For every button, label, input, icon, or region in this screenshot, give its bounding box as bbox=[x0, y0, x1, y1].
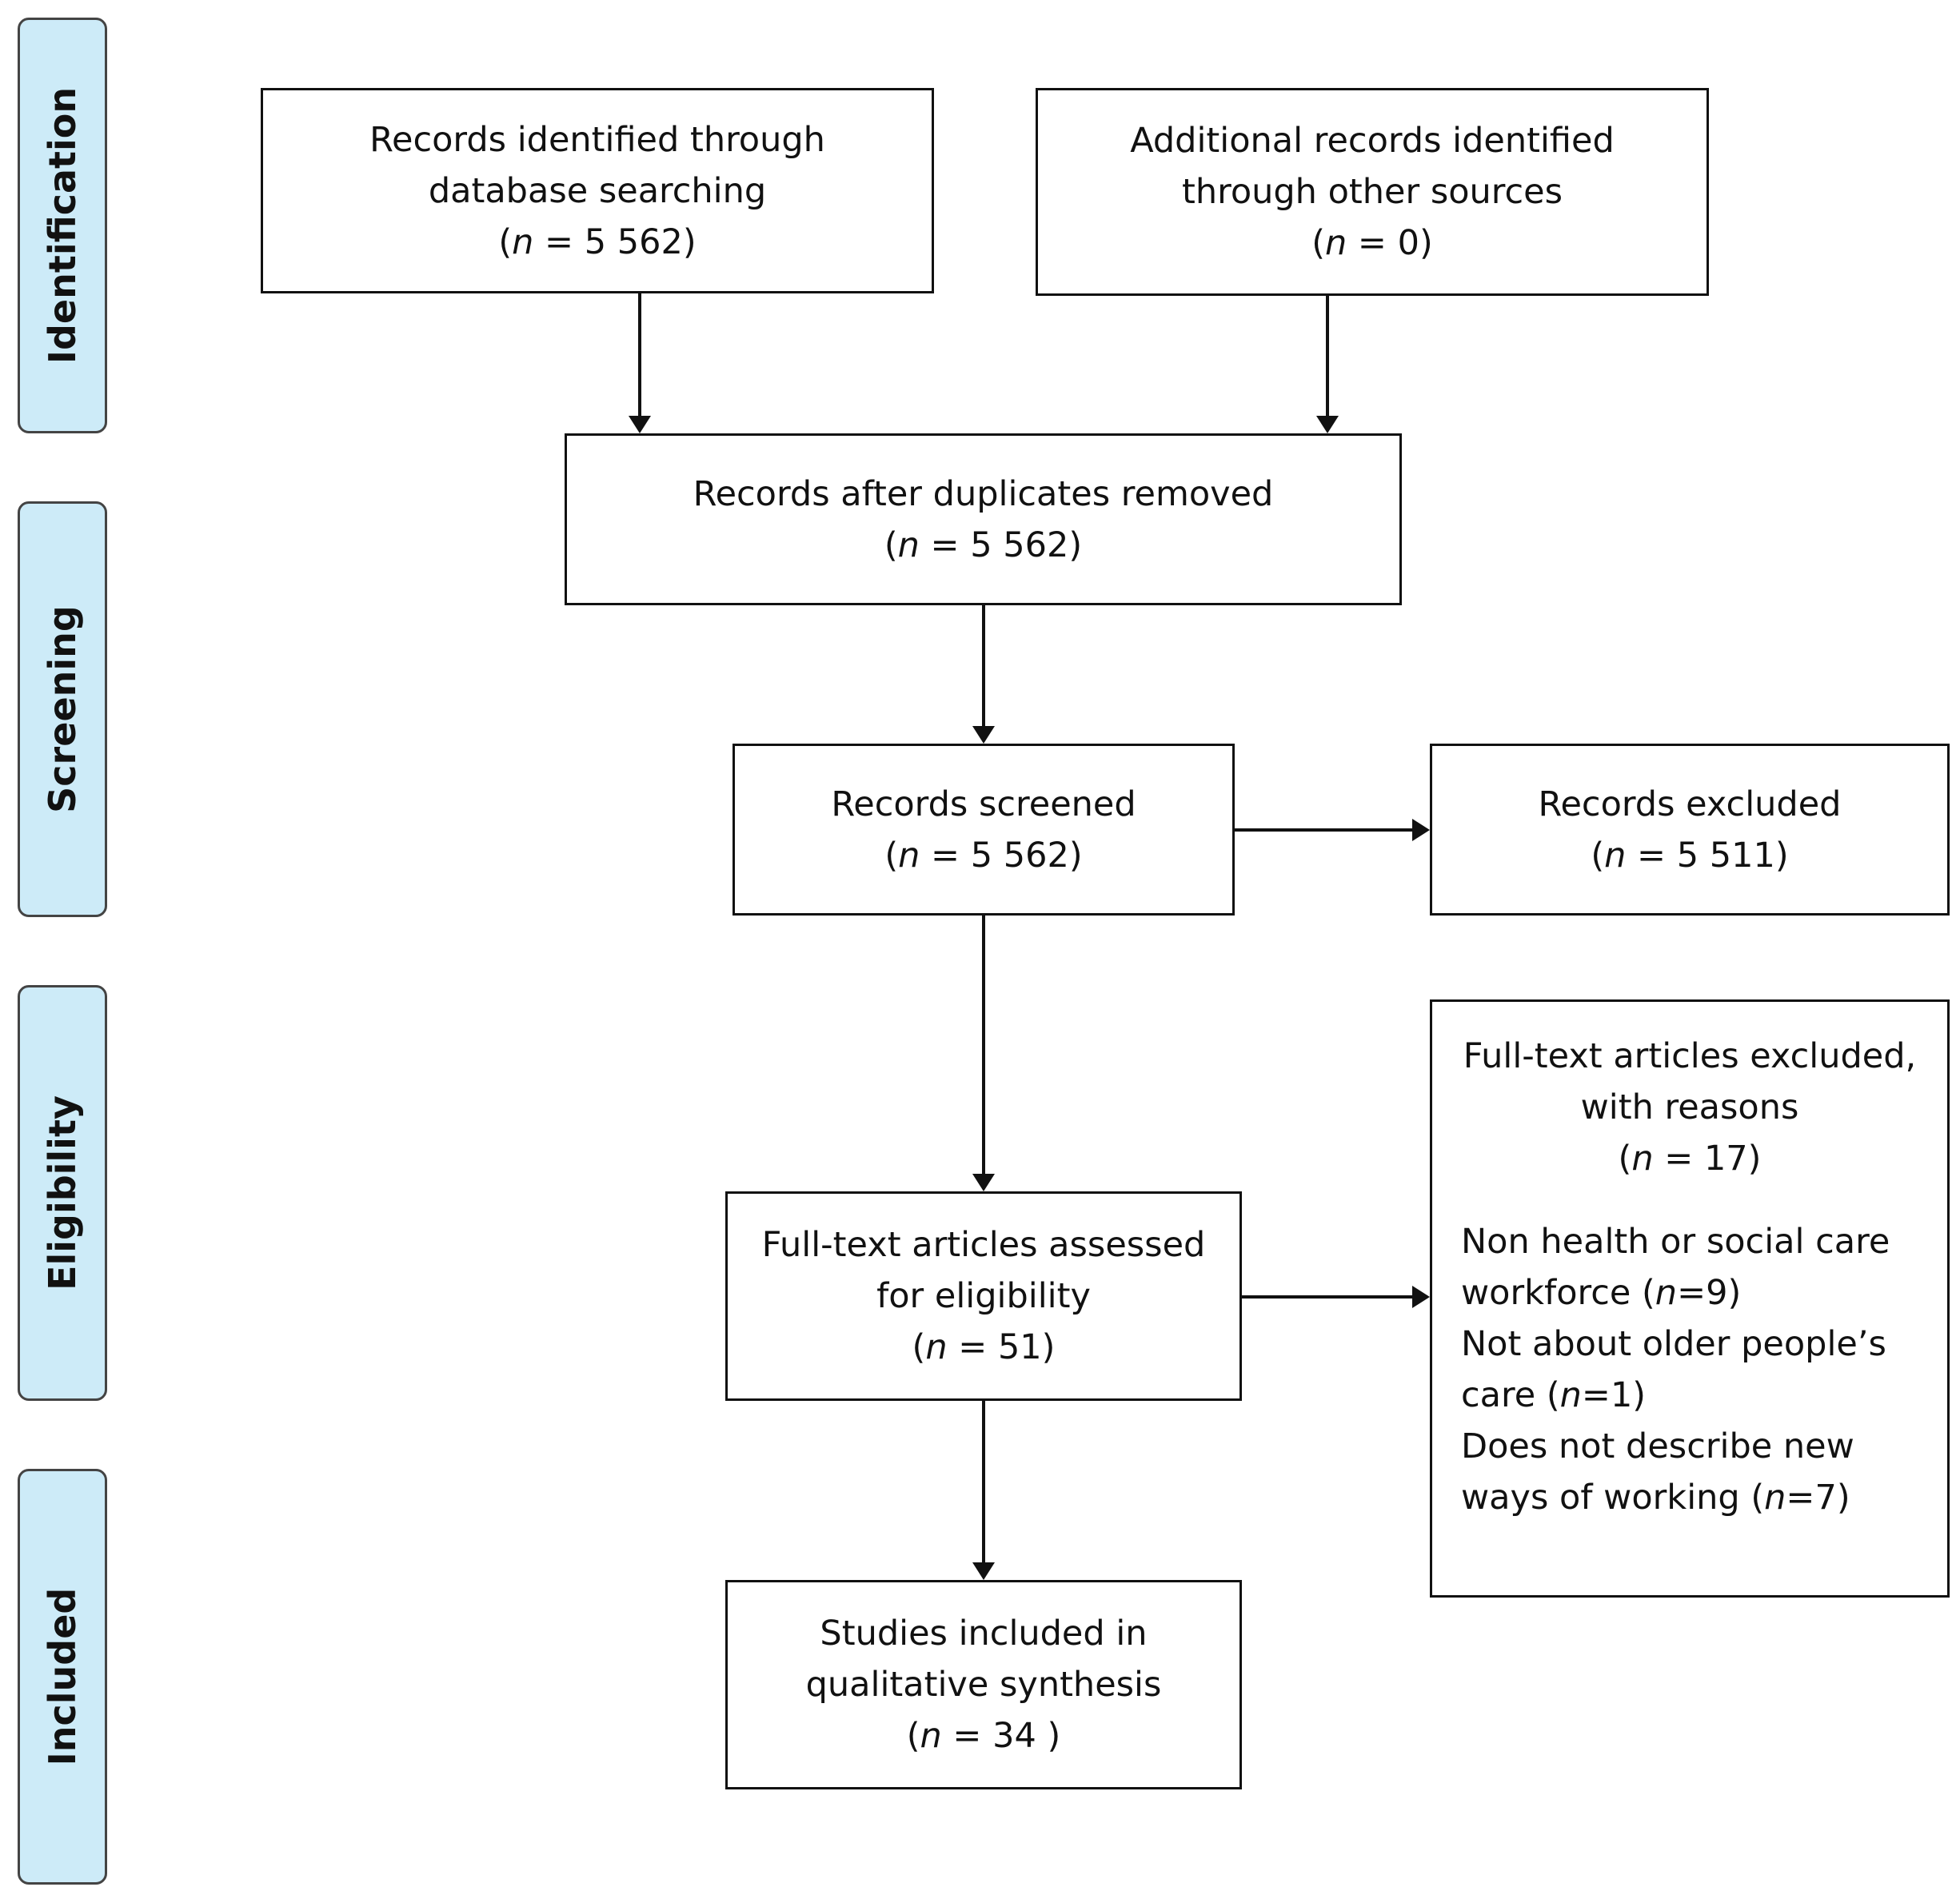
reason-3-line1: Does not describe new bbox=[1461, 1426, 1854, 1466]
duplicates-count: 5 562 bbox=[970, 525, 1069, 565]
additional-records-box: Additional records identified through ot… bbox=[1036, 88, 1709, 296]
fulltext-excluded-count-line: (n = 17) bbox=[1618, 1139, 1762, 1179]
phase-identification: Identification bbox=[18, 18, 107, 433]
arrowhead-fulltext-to-included bbox=[972, 1562, 995, 1580]
duplicates-count-line: (n = 5 562) bbox=[884, 525, 1083, 565]
phase-eligibility: Eligibility bbox=[18, 985, 107, 1401]
exclusion-reasons-list: Non health or social care workforce (n=9… bbox=[1461, 1216, 1918, 1523]
fulltext-assessed-count: 51 bbox=[997, 1327, 1042, 1367]
studies-included-box: Studies included in qualitative synthesi… bbox=[725, 1580, 1242, 1789]
reason-2-line1: Not about older people’s bbox=[1461, 1324, 1886, 1364]
included-count: 34 bbox=[992, 1716, 1036, 1756]
other-sources-count-line: (n = 0) bbox=[1311, 223, 1433, 263]
fulltext-excluded-count: 17 bbox=[1703, 1139, 1748, 1179]
reason-3-text: ways of working bbox=[1461, 1478, 1740, 1518]
fulltext-assessed-count-line: (n = 51) bbox=[912, 1327, 1056, 1367]
duplicates-removed-box: Records after duplicates removed (n = 5 … bbox=[565, 433, 1402, 605]
included-line2: qualitative synthesis bbox=[805, 1665, 1162, 1705]
reason-2-line2: care (n=1) bbox=[1461, 1375, 1647, 1415]
excluded-count: 5 511 bbox=[1676, 835, 1775, 876]
arrowhead-duplicates-to-screened bbox=[972, 726, 995, 744]
database-line1: Records identified through bbox=[369, 119, 825, 160]
duplicates-line1: Records after duplicates removed bbox=[693, 473, 1274, 514]
reason-1-line1: Non health or social care bbox=[1461, 1222, 1890, 1262]
fulltext-assessed-box: Full-text articles assessed for eligibil… bbox=[725, 1191, 1242, 1401]
reason-3-line2: ways of working (n=7) bbox=[1461, 1478, 1850, 1518]
phase-included-label: Included bbox=[41, 1587, 84, 1766]
included-line1: Studies included in bbox=[820, 1614, 1148, 1654]
arrowhead-fulltext-to-excluded bbox=[1412, 1286, 1430, 1308]
other-sources-line1: Additional records identified bbox=[1130, 121, 1615, 161]
database-count-line: (n = 5 562) bbox=[498, 221, 697, 262]
arrowhead-database-to-duplicates bbox=[629, 416, 651, 433]
phase-screening-label: Screening bbox=[41, 605, 84, 813]
arrowhead-screened-to-excluded bbox=[1412, 819, 1430, 841]
other-sources-line2: through other sources bbox=[1181, 172, 1563, 212]
screened-count: 5 562 bbox=[970, 835, 1069, 876]
reason-2-count: 1 bbox=[1610, 1375, 1633, 1415]
database-line2: database searching bbox=[428, 170, 767, 211]
included-count-line: (n = 34 ) bbox=[906, 1716, 1061, 1756]
screened-count-line: (n = 5 562) bbox=[884, 835, 1083, 876]
fulltext-assessed-line2: for eligibility bbox=[876, 1276, 1091, 1316]
reason-3-count: 7 bbox=[1814, 1478, 1837, 1518]
fulltext-excluded-box: Full-text articles excluded, with reason… bbox=[1430, 999, 1950, 1598]
phase-included: Included bbox=[18, 1469, 107, 1885]
arrowhead-other-to-duplicates bbox=[1316, 416, 1339, 433]
fulltext-excluded-line1: Full-text articles excluded, bbox=[1463, 1036, 1917, 1076]
database-count: 5 562 bbox=[584, 221, 683, 262]
reason-1-text: workforce bbox=[1461, 1273, 1631, 1313]
reason-1-count: 9 bbox=[1706, 1273, 1728, 1313]
excluded-line1: Records excluded bbox=[1538, 784, 1842, 824]
phase-screening: Screening bbox=[18, 501, 107, 917]
records-screened-box: Records screened (n = 5 562) bbox=[733, 744, 1235, 916]
records-identified-database-box: Records identified through database sear… bbox=[261, 88, 934, 293]
phase-identification-label: Identification bbox=[41, 86, 84, 365]
fulltext-assessed-line1: Full-text articles assessed bbox=[761, 1225, 1206, 1265]
excluded-count-line: (n = 5 511) bbox=[1591, 835, 1789, 876]
records-excluded-box: Records excluded (n = 5 511) bbox=[1430, 744, 1950, 916]
phase-eligibility-label: Eligibility bbox=[41, 1095, 84, 1291]
arrowhead-screened-to-fulltext bbox=[972, 1174, 995, 1191]
reason-2-text: care bbox=[1461, 1375, 1536, 1415]
reason-1-line2: workforce (n=9) bbox=[1461, 1273, 1742, 1313]
fulltext-excluded-head: Full-text articles excluded, with reason… bbox=[1461, 1031, 1918, 1184]
other-sources-count: 0 bbox=[1397, 223, 1419, 263]
screened-line1: Records screened bbox=[831, 784, 1136, 824]
fulltext-excluded-line2: with reasons bbox=[1580, 1087, 1799, 1127]
